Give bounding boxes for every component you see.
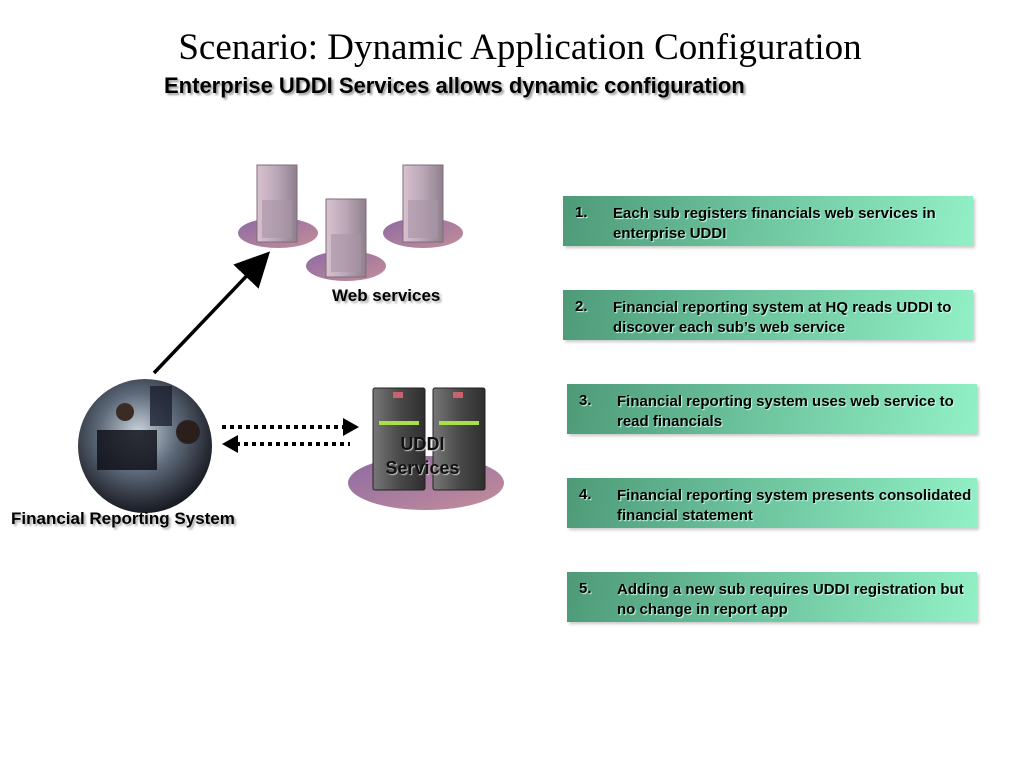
request-arrow [152,251,271,375]
web-server-2-icon [306,198,386,281]
step-number: 2. [575,298,588,315]
step-4: 4. Financial reporting system presents c… [567,478,977,528]
web-server-3-icon [383,164,463,248]
step-text: Financial reporting system uses web serv… [617,393,954,430]
web-services-label: Web services [332,286,441,305]
step-number: 4. [579,486,592,503]
step-number: 5. [579,580,592,597]
step-text: Adding a new sub requires UDDI registrat… [617,581,964,618]
step-1: 1. Each sub registers financials web ser… [563,196,973,246]
slide-subtitle: Enterprise UDDI Services allows dynamic … [164,73,745,98]
step-number: 3. [579,392,592,409]
financial-reporting-system-label: Financial Reporting System [11,509,235,528]
uddi-server-icon [348,387,504,510]
slide-title: Scenario: Dynamic Application Configurat… [178,27,862,68]
step-text: Financial reporting system presents cons… [617,487,972,524]
step-5: 5. Adding a new sub requires UDDI regist… [567,572,977,622]
step-text: Each sub registers financials web servic… [613,205,936,242]
financial-system-photo-icon [78,379,212,513]
step-text: Financial reporting system at HQ reads U… [613,299,952,336]
web-server-1-icon [238,164,318,248]
step-3: 3. Financial reporting system uses web s… [567,384,977,434]
step-number: 1. [575,204,588,221]
uddi-query-arrows [222,418,359,453]
uddi-services-label: UDDI Services [385,434,460,478]
step-2: 2. Financial reporting system at HQ read… [563,290,973,340]
